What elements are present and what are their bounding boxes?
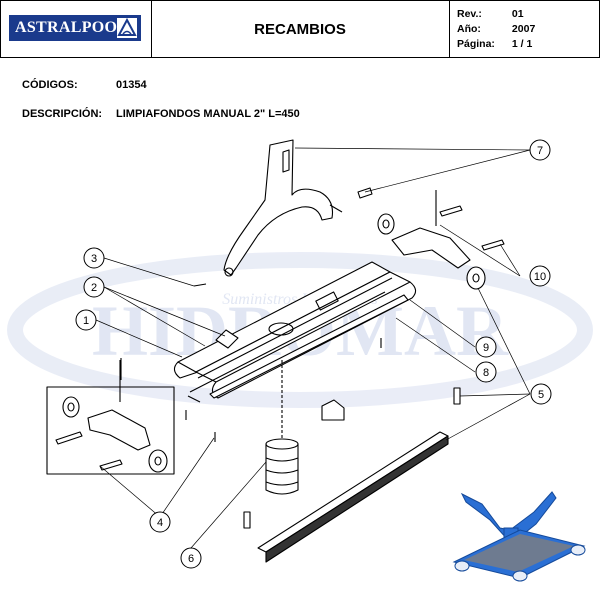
callout-2: 2 [83, 276, 105, 298]
page-label: Página: [457, 38, 495, 50]
svg-text:9: 9 [483, 342, 489, 354]
svg-text:1: 1 [83, 315, 89, 327]
svg-text:8: 8 [483, 367, 489, 379]
svg-text:7: 7 [537, 145, 543, 157]
svg-text:6: 6 [188, 553, 194, 565]
part-right-wheel-bracket [377, 190, 505, 290]
year-label: Año: [457, 23, 481, 35]
callout-1: 1 [75, 309, 97, 331]
astralpool-logo: ASTRALPOOL [9, 15, 141, 41]
callout-10: 10 [529, 265, 551, 287]
document-title: RECAMBIOS [151, 1, 450, 57]
svg-text:4: 4 [157, 517, 163, 529]
callout-5: 5 [530, 383, 552, 405]
product-photo [452, 491, 586, 582]
callout-4: 4 [149, 511, 171, 533]
page-row: Página: 1 / 1 [457, 38, 532, 50]
rev-value: 01 [511, 8, 524, 20]
description-value: LIMPIAFONDOS MANUAL 2" L=450 [116, 108, 300, 120]
inset-frame [46, 386, 175, 475]
year-value: 2007 [511, 23, 536, 35]
codes-label: CÓDIGOS: [22, 79, 78, 91]
part-left-wheel-bracket [55, 360, 168, 473]
part-swivel-connector [265, 360, 299, 495]
callout-6: 6 [180, 547, 202, 569]
part-body [173, 261, 417, 403]
part-foot [321, 399, 345, 421]
part-handle-bracket [223, 139, 343, 277]
logo-text: ASTRALPOOL [15, 19, 129, 36]
rev-row: Rev.: 01 [457, 8, 524, 20]
svg-text:3: 3 [91, 253, 97, 265]
part-pin [357, 187, 373, 199]
exploded-parts-drawing: HIDROMAR Suministros Industriales [7, 139, 593, 582]
header-table: ASTRALPOOL RECAMBIOS Rev.: 01 Año: 2007 … [0, 0, 600, 58]
part-brush [243, 387, 461, 563]
callout-7: 7 [529, 139, 551, 161]
page-value: 1 / 1 [511, 38, 533, 50]
svg-text:5: 5 [538, 389, 544, 401]
rev-label: Rev.: [457, 8, 482, 20]
svg-text:2: 2 [91, 282, 97, 294]
svg-text:10: 10 [534, 271, 546, 283]
logo-cell: ASTRALPOOL [1, 1, 152, 57]
callout-3: 3 [83, 247, 105, 269]
description-label: DESCRIPCIÓN: [22, 108, 103, 120]
callout-8: 8 [475, 361, 497, 383]
revision-info: Rev.: 01 Año: 2007 Página: 1 / 1 [449, 1, 599, 57]
logo-triangle-icon [117, 17, 137, 38]
codes-value: 01354 [116, 79, 147, 91]
year-row: Año: 2007 [457, 23, 535, 35]
callout-9: 9 [475, 336, 497, 358]
